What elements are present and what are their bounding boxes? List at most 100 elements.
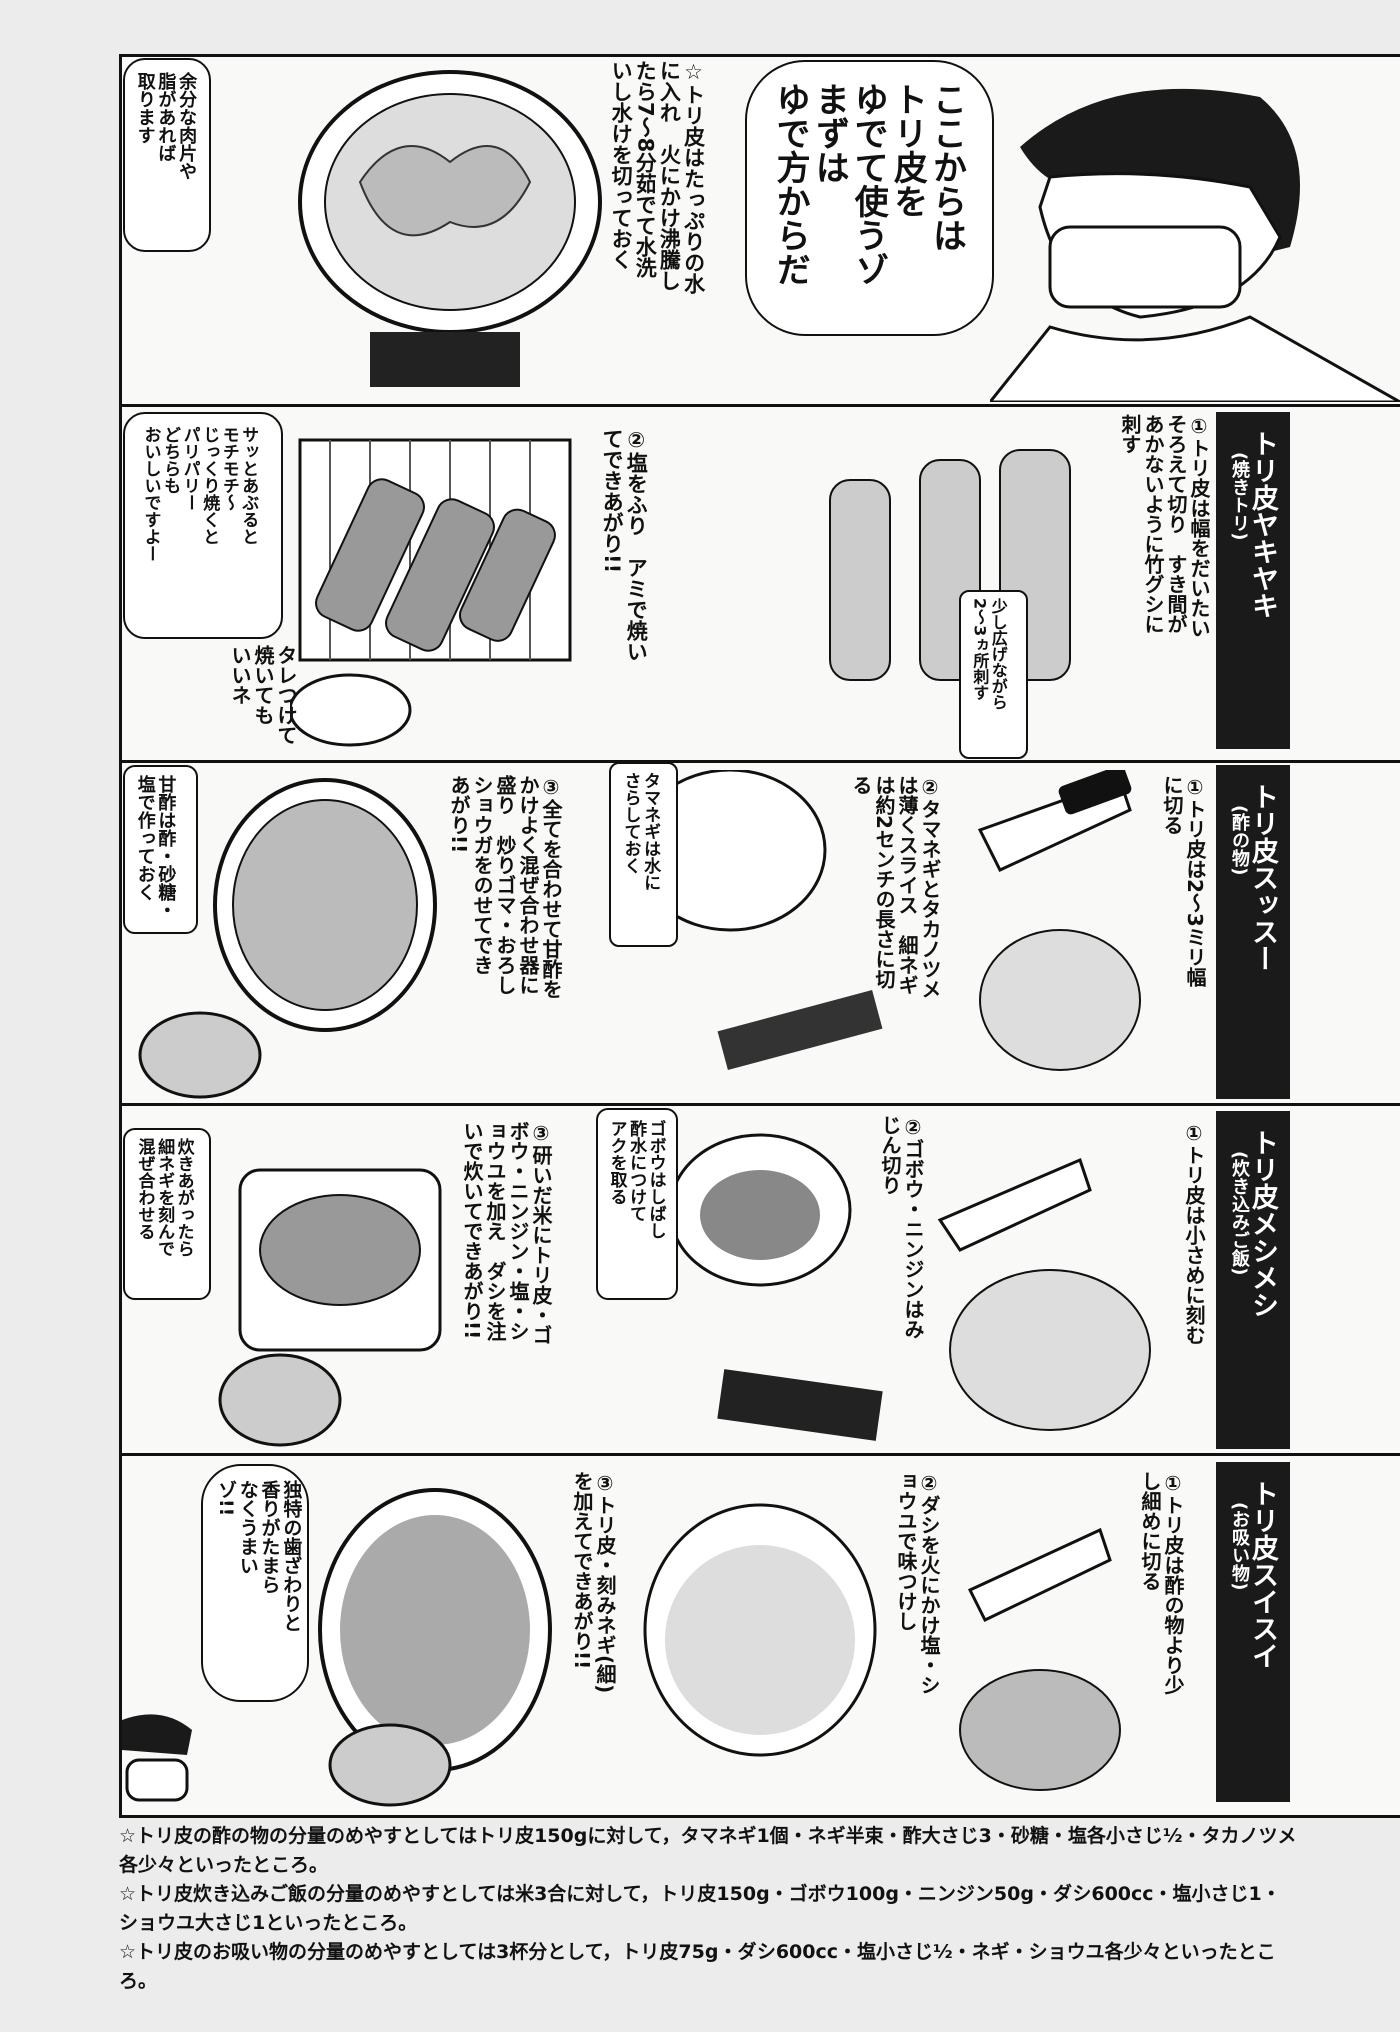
intro-aside: 余分な肉片や脂があれば取ります (134, 72, 198, 180)
text-line: 少し広げながら (988, 598, 1008, 710)
text-line: サッとあぶると (238, 426, 259, 545)
text-line: タマネギは水に (640, 772, 661, 891)
sunomono-step3: ③全てを合わせて甘酢をかけよく混ぜ合わせ器に盛り 炒りゴマ・おろしショウガをのせ… (447, 775, 563, 999)
panel-divider (119, 1453, 1400, 1456)
text-line: なくうまい (236, 1480, 259, 1575)
text-line: いし水けを切っておく (609, 60, 634, 270)
text-line: 混ぜ合わせる (134, 1138, 155, 1240)
text-line: に切る (1160, 775, 1184, 835)
text-line: ョウユを加え ダシを注 (483, 1121, 507, 1341)
text-line: ゆで方からだ (770, 82, 811, 286)
text-line: おいしいですよー (140, 426, 161, 562)
text-line: 甘酢は酢・砂糖・ (155, 775, 177, 919)
text-line: 塩で作っておく (134, 775, 156, 901)
text-line: たら7〜8分茹でて水洗 (633, 60, 658, 279)
text-line: ③トリ皮・刻みネギ(細) (593, 1471, 617, 1694)
text-line: ②ゴボウ・ニンジンはみ (901, 1115, 925, 1339)
tip-bubble (959, 590, 1028, 759)
subtitle-text: (焼きトリ) (1229, 452, 1250, 541)
takikomi-step3: ③研いだ米にトリ皮・ゴボウ・ニンジン・塩・ショウユを加え ダシを注いで炊いてでき… (460, 1121, 553, 1345)
text-line: じん切り (878, 1115, 902, 1195)
yakitori-aside: サッとあぶるとモチモチ〜じっくり焼くとパリパリーどちらもおいしいですよー (140, 426, 259, 562)
text-line: に入れ 火にかけ沸騰し (657, 60, 682, 291)
title-text: トリ皮メシメシ (1247, 1129, 1278, 1318)
text-line: は薄くスライス 細ネギ (895, 775, 919, 995)
sunomono-step1: ①トリ皮は2〜3ミリ幅に切る (1160, 775, 1207, 987)
osuimono-step3: ③トリ皮・刻みネギ(細)を加えてできあがり!! (570, 1471, 617, 1694)
text-line: ゴボウはしばし (645, 1120, 666, 1239)
rice-cooker-illustration (218, 1168, 442, 1447)
subtitle-text: (酢の物) (1229, 805, 1250, 876)
text-line: モチモチ〜 (218, 426, 239, 511)
text-line: ①トリ皮は酢の物より少 (1161, 1471, 1185, 1695)
text-line: る (849, 775, 873, 795)
knife-burdock-illustration (668, 1133, 1151, 1441)
text-line: そろえて切り すき間が (1164, 414, 1188, 634)
subtitle-text: (お吸い物) (1229, 1502, 1250, 1591)
text-line: まずは (809, 82, 850, 184)
note-osuimono: ☆トリ皮のお吸い物の分量のめやすとしては3杯分として，トリ皮75g・ダシ600c… (119, 1941, 1276, 1992)
aside-bubble (123, 412, 283, 639)
text-line: 盛り 炒りゴマ・おろし (493, 775, 517, 995)
text-line: いで炊いてできあがり!! (460, 1121, 484, 1340)
text-line: ①トリ皮は小さめに刻む (1182, 1121, 1206, 1345)
yakitori-aside2: タレつけて焼いてもいいネ (228, 645, 298, 745)
text-line: あがり!! (447, 775, 471, 854)
text-line: ①トリ皮は2〜3ミリ幅 (1183, 775, 1207, 987)
text-line: 余分な肉片や (176, 72, 198, 180)
subtitle-text: (炊き込みご飯) (1229, 1151, 1250, 1276)
text-line: パリパリー (179, 426, 200, 511)
character-face (122, 1714, 192, 1802)
panel-divider (119, 404, 1400, 407)
intro-speech: ここからはトリ皮をゆでて使うゾまずはゆで方からだ (770, 82, 966, 286)
section-title-yakitori: トリ皮ヤキヤキ(焼きトリ) (1216, 412, 1290, 749)
takikomi-step2: ②ゴボウ・ニンジンはみじん切り (878, 1115, 925, 1339)
text-line: 独特の歯ざわりと (280, 1480, 303, 1632)
skewer-illustration (829, 449, 1071, 681)
section-title-sunomono: トリ皮スッスー(酢の物) (1216, 765, 1290, 1099)
section-title-osuimono: トリ皮スイスイ(お吸い物) (1216, 1462, 1290, 1802)
takikomi-step1: ①トリ皮は小さめに刻む (1182, 1121, 1206, 1345)
salad-bowl-illustration (138, 778, 437, 1099)
text-line: 香りがたまら (258, 1480, 281, 1594)
text-line: ③研いだ米にトリ皮・ゴ (529, 1121, 553, 1345)
text-line: ③全てを合わせて甘酢を (539, 775, 563, 999)
text-line: し細めに切る (1138, 1471, 1162, 1591)
chef-portrait (990, 88, 1400, 402)
title-text: トリ皮スイスイ (1247, 1480, 1278, 1669)
text-line: 2〜3ヵ所刺す (970, 598, 990, 701)
title-text: トリ皮スッスー (1247, 783, 1278, 972)
grill-illustration (290, 438, 572, 747)
text-line: ②タマネギとタカノツメ (918, 775, 942, 999)
text-line: ゆでて使うゾ (848, 82, 889, 286)
text-line: 細ネギを刻んで (154, 1138, 175, 1257)
boil-instruction: ☆トリ皮はたっぷりの水に入れ 火にかけ沸騰したら7〜8分茹でて水洗いし水けを切っ… (609, 60, 705, 294)
takikomi-tip: ゴボウはしばし酢水につけてアクを取る (606, 1120, 666, 1239)
text-line: ②ダシを火にかけ塩・シ (917, 1471, 941, 1695)
yakitori-step2: ②塩をふり アミで焼いてできあがり!! (600, 428, 648, 662)
text-line: いいネ (228, 645, 252, 705)
text-line: 焼いても (251, 645, 275, 725)
aside-bubble (123, 58, 211, 252)
text-line: さらしておく (620, 772, 641, 874)
text-line: どちらも (160, 426, 181, 494)
text-line: アクを取る (606, 1120, 627, 1205)
sunomono-aside: 甘酢は酢・砂糖・塩で作っておく (134, 775, 177, 919)
text-line: 脂があれば (155, 72, 177, 162)
soup-pot-illustration (643, 1503, 1121, 1791)
osuimono-step2: ②ダシを火にかけ塩・ショウユで味つけし (894, 1471, 941, 1695)
text-line: ①トリ皮は幅をだいたい (1187, 414, 1211, 638)
text-line: ②塩をふり アミで焼い (624, 428, 649, 662)
tip-bubble (609, 762, 678, 947)
osuimono-step1: ①トリ皮は酢の物より少し細めに切る (1138, 1471, 1185, 1695)
panel-divider (119, 760, 1400, 763)
sunomono-tip: タマネギは水にさらしておく (620, 772, 661, 891)
text-line: てできあがり!! (600, 428, 625, 574)
panel-divider (119, 1103, 1400, 1106)
finished-soup-illustration (318, 1488, 552, 1807)
speech-bubble (745, 60, 994, 336)
text-line: 炊きあがったら (173, 1138, 194, 1257)
text-line: かけよく混ぜ合わせ器に (516, 775, 540, 995)
tip-bubble (596, 1108, 678, 1300)
